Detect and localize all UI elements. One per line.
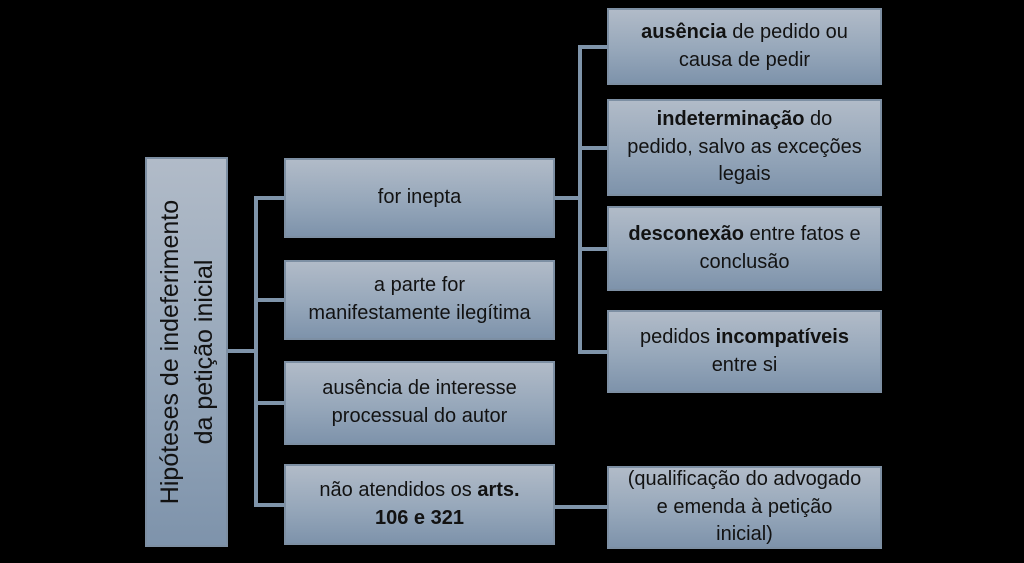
connector-stub-for-inepta bbox=[254, 196, 284, 200]
branch-box-label: for inepta bbox=[377, 186, 462, 209]
connector-stub-ausencia-interesse bbox=[254, 401, 284, 405]
root-label-line-1: Hipóteses de indeferimento bbox=[155, 199, 184, 505]
branch-box-for-inepta: for inepta bbox=[284, 158, 555, 238]
connector-inepta-to-bracket bbox=[555, 196, 581, 200]
branch-box-label: não atendidos os arts.106 e 321 bbox=[319, 478, 520, 529]
connector-stub-arts-106-321 bbox=[254, 503, 284, 507]
root-box-hipoteses-indeferimento: Hipóteses de indeferimento da petição in… bbox=[145, 157, 228, 547]
root-label-line-2: da petição inicial bbox=[189, 259, 218, 445]
branch-box-arts-106-321: não atendidos os arts.106 e 321 bbox=[284, 464, 555, 545]
connector-middle-bracket-vertical bbox=[254, 196, 258, 507]
connector-stub-indeterminacao bbox=[578, 146, 607, 150]
connector-right-bracket-vertical bbox=[578, 45, 582, 354]
connector-stub-ausencia-pedido bbox=[578, 45, 607, 49]
connector-stub-incompativeis bbox=[578, 350, 607, 354]
root-box-label: Hipóteses de indeferimento da petição in… bbox=[153, 159, 221, 545]
connector-stub-desconexao bbox=[578, 247, 607, 251]
connector-arts-to-qualificacao bbox=[555, 505, 607, 509]
connector-stub-parte-ilegitima bbox=[254, 298, 284, 302]
connector-root-to-bracket bbox=[228, 349, 257, 353]
